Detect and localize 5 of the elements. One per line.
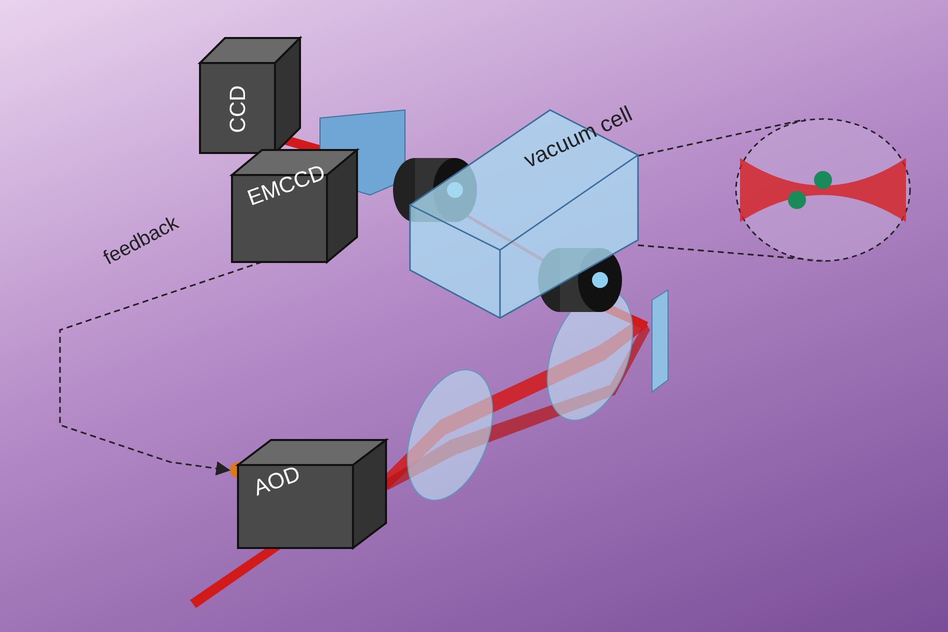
device-label: CCD — [225, 85, 251, 133]
magnification-line — [638, 244, 824, 262]
device-label: AOD — [250, 460, 304, 502]
magnification-line — [638, 118, 806, 157]
feedback-arrow — [59, 261, 262, 476]
